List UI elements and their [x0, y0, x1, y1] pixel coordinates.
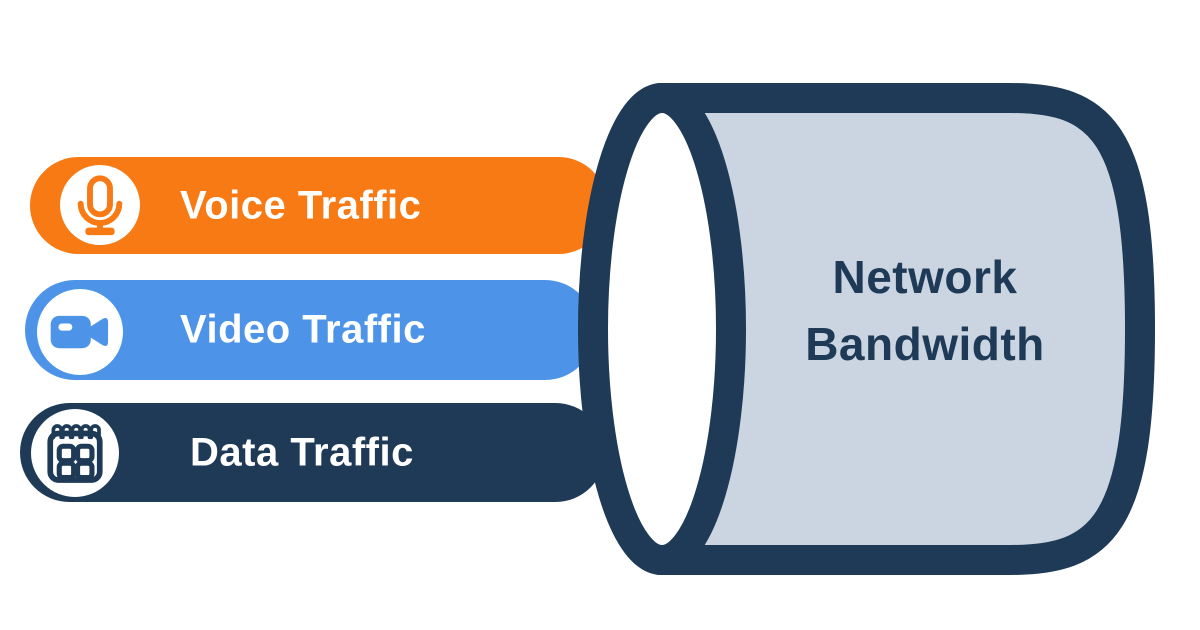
network-bandwidth-label: Network Bandwidth: [695, 244, 1155, 378]
data-traffic-label: Data Traffic: [190, 430, 414, 474]
video-traffic-pill: Video Traffic: [25, 280, 595, 380]
calendar-icon: [47, 424, 103, 483]
video-traffic-label: Video Traffic: [180, 307, 426, 352]
data-icon-circle: [31, 409, 119, 497]
microphone-icon: [77, 175, 123, 236]
voice-icon-circle: [60, 165, 140, 245]
data-traffic-pill: Data Traffic: [20, 403, 605, 502]
pipe-label-line2: Bandwidth: [805, 318, 1045, 370]
video-icon-circle: [37, 289, 123, 375]
pipe-label-line1: Network: [832, 251, 1018, 303]
voice-traffic-label: Voice Traffic: [180, 183, 422, 227]
video-camera-icon: [50, 315, 109, 349]
voice-traffic-pill: Voice Traffic: [30, 157, 607, 254]
pipe-opening: [578, 83, 746, 575]
pipe-body: [645, 83, 1155, 575]
